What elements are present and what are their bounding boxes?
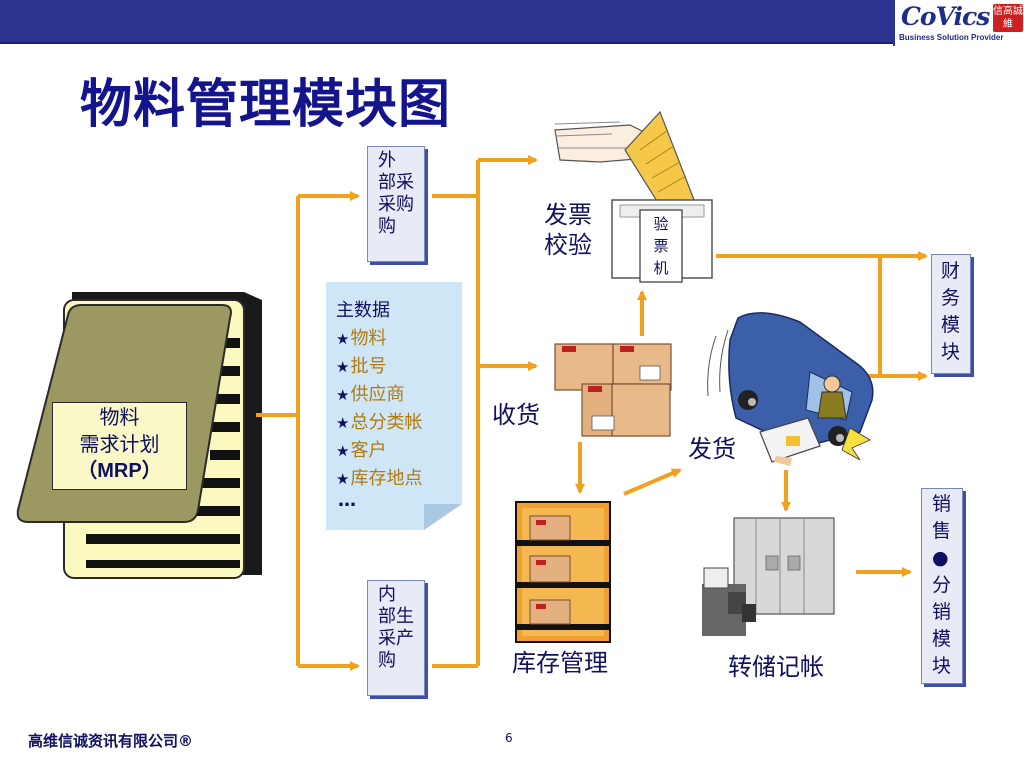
sales-line-1: 销 (932, 493, 952, 515)
master-data-item: ★供应商 (336, 384, 405, 405)
sales-line-7: 块 (932, 655, 952, 677)
finance-module-box: 财 务 模 块 (931, 254, 971, 374)
computer-server-icon (702, 517, 835, 636)
validator-line-3: 机 (653, 259, 669, 277)
sales-line-6: 模 (932, 628, 952, 650)
star-icon: ★ (336, 442, 350, 460)
external-purchase-line-1: 外 (378, 150, 396, 171)
logo-tagline: Business Solution Provider (899, 33, 1004, 42)
sales-module-box: 销 售 ● 分 销 模 块 (921, 488, 963, 684)
master-data-item: ★客户 (336, 440, 387, 461)
invoice-hand-icon (554, 110, 697, 223)
page-title: 物料管理模块图 (80, 75, 452, 135)
master-data-item: ★批号 (336, 356, 387, 377)
company-logo: CoVics 信高誠維 Business Solution Provider (893, 0, 1024, 46)
star-icon: ★ (336, 470, 350, 488)
master-data-title: 主数据 (336, 300, 390, 321)
external-purchase-line-2: 部采 (378, 172, 414, 193)
master-data-item: ★物料 (336, 328, 387, 349)
internal-purchase-line-4: 购 (378, 650, 396, 671)
note-fold (424, 504, 462, 530)
validator-line-2: 票 (653, 237, 669, 255)
star-icon: ★ (336, 330, 350, 348)
master-data-note (326, 282, 462, 530)
star-icon: ★ (336, 414, 350, 432)
finance-line-1: 财 (941, 260, 961, 282)
validator-label: 验 票 机 (650, 213, 672, 279)
logo-seal: 信高誠維 (993, 4, 1023, 32)
sales-line-2: 售 (932, 520, 952, 542)
sales-line-5: 销 (932, 601, 952, 623)
star-icon: ★ (336, 386, 350, 404)
warehouse-shelf-icon (515, 501, 611, 643)
internal-purchase-line-1: 内 (378, 584, 396, 605)
receiving-boxes-icon (554, 343, 672, 437)
mrp-line-3: （MRP） (77, 460, 162, 482)
finance-line-3: 模 (941, 314, 961, 336)
posting-label: 转储记帐 (728, 653, 824, 681)
star-icon: ★ (336, 358, 350, 376)
mrp-line-2: 需求计划 (79, 432, 160, 456)
receiving-label: 收货 (492, 401, 540, 429)
finance-line-2: 务 (941, 287, 961, 309)
master-data-item: ★总分类帐 (336, 412, 423, 433)
internal-purchase-box: 内 部生 采产 购 (367, 580, 425, 696)
finance-line-4: 块 (941, 341, 961, 363)
validator-machine-icon (611, 199, 713, 283)
mrp-line-1: 物料 (99, 405, 140, 429)
internal-purchase-line-2: 部生 (378, 606, 414, 627)
validator-line-1: 验 (653, 215, 669, 233)
header-bar (0, 0, 1024, 44)
master-data-more: … (338, 490, 356, 511)
external-purchase-box: 外 部采 采购 购 (367, 146, 425, 262)
sales-line-4: 分 (932, 574, 952, 596)
invoice-verify-label: 发票 校验 (544, 200, 592, 260)
logo-wordmark: CoVics (901, 2, 990, 31)
external-purchase-line-4: 购 (378, 216, 396, 237)
invoice-verify-line-1: 发票 (544, 201, 592, 229)
page-number: 6 (505, 731, 513, 745)
invoice-verify-line-2: 校验 (544, 231, 592, 259)
footer-company: 高维信诚资讯有限公司® (28, 732, 194, 750)
inventory-label: 库存管理 (512, 649, 608, 677)
delivery-truck-icon (707, 312, 874, 466)
mrp-label: 物料 需求计划 （MRP） (52, 402, 187, 490)
internal-purchase-line-3: 采产 (378, 628, 414, 649)
shipping-label: 发货 (688, 435, 736, 463)
master-data-item: ★库存地点 (336, 468, 423, 489)
external-purchase-line-3: 采购 (378, 194, 414, 215)
sales-line-3: ● (932, 547, 949, 569)
